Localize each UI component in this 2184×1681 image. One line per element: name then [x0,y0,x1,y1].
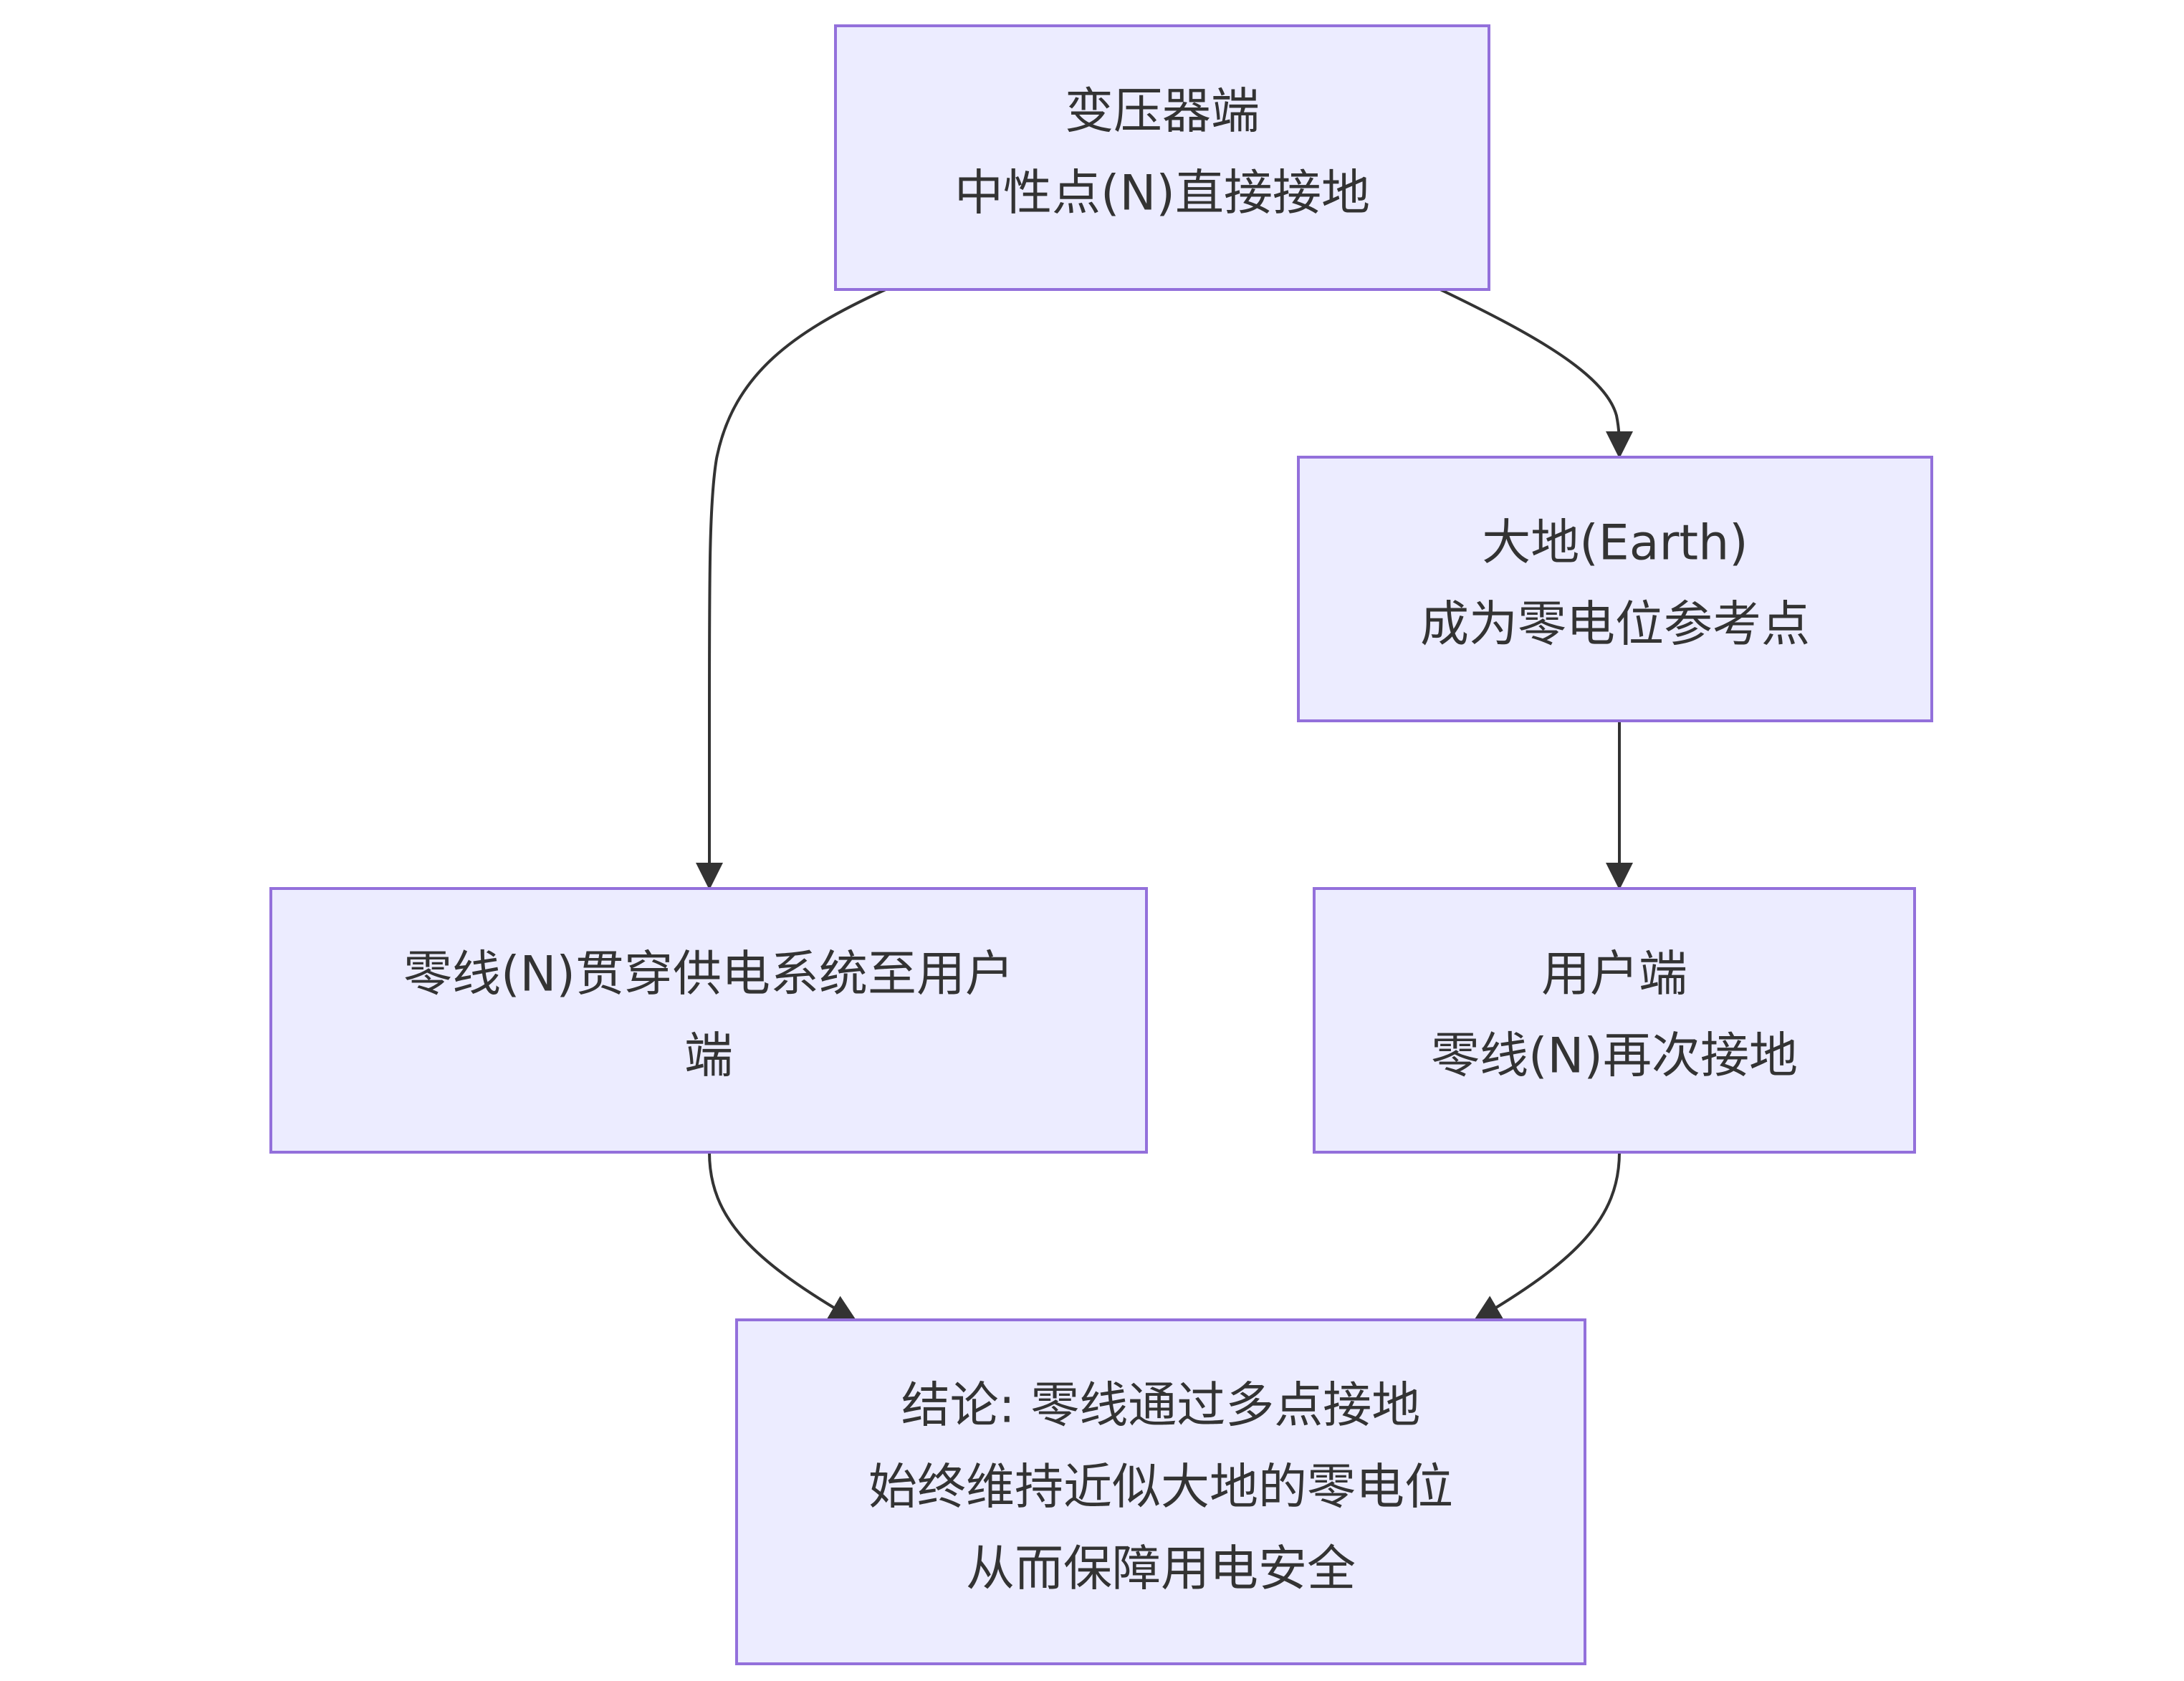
node-earth: 大地(Earth) 成为零电位参考点 [1297,456,1933,722]
node-transformer-box [834,24,1490,291]
node-user-end: 用户端 零线(N)再次接地 [1313,887,1916,1154]
node-conclusion-box [735,1318,1586,1665]
node-transformer-line-2: 中性点(N)直接接地 [954,166,1370,222]
node-user-end-line-2: 零线(N)再次接地 [1431,1028,1798,1085]
node-transformer: 变压器端 中性点(N)直接接地 [834,24,1490,291]
node-user-end-line-1: 用户端 [1541,947,1687,1003]
edge-transformer-to-earth [1440,288,1633,459]
node-transformer-line-1: 变压器端 [1065,84,1260,140]
node-conclusion-line-1: 结论: 零线通过多点接地 [901,1378,1421,1435]
node-neutral-line-line-2: 端 [684,1028,733,1085]
node-conclusion: 结论: 零线通过多点接地 始终维持近似大地的零电位 从而保障用电安全 [735,1318,1586,1665]
node-earth-line-1: 大地(Earth) [1482,515,1748,572]
node-neutral-line-line-1: 零线(N)贯穿供电系统至用户 [403,947,1014,1003]
edge-neutral-line-to-conclusion [708,1151,858,1323]
edge-user-end-to-conclusion [1472,1151,1621,1323]
node-neutral-line-box [269,887,1148,1154]
node-conclusion-line-3: 从而保障用电安全 [966,1541,1356,1598]
node-neutral-line: 零线(N)贯穿供电系统至用户 端 [269,887,1148,1154]
edges [696,288,1633,1323]
node-earth-line-2: 成为零电位参考点 [1420,597,1810,653]
edge-transformer-to-neutral-line [696,288,886,890]
node-earth-box [1297,456,1933,722]
node-conclusion-line-2: 始终维持近似大地的零电位 [868,1460,1453,1516]
node-user-end-box [1313,887,1916,1154]
